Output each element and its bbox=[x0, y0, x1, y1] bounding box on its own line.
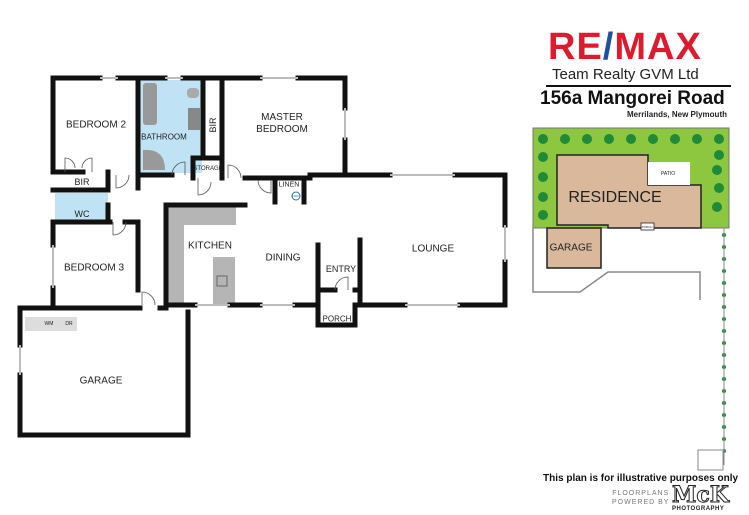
tree-icon bbox=[714, 183, 724, 193]
divider bbox=[546, 85, 731, 87]
site-patio-label: PATIO bbox=[660, 171, 676, 177]
laundry-dr-label: DR bbox=[65, 321, 73, 327]
room-label-porch: PORCH bbox=[322, 314, 352, 324]
master-line2: BEDROOM bbox=[256, 124, 308, 135]
mck-logo: McK bbox=[672, 482, 730, 508]
toilet bbox=[187, 88, 199, 98]
room-label-wc: WC bbox=[74, 209, 90, 219]
patio bbox=[648, 162, 690, 185]
agency-name: Team Realty GVM Ltd bbox=[552, 66, 699, 83]
wc-floor bbox=[55, 193, 108, 220]
site-garage-label: GARAGE bbox=[549, 242, 593, 254]
room-label-bathroom: BATHROOM bbox=[141, 132, 187, 142]
kitchen-bench bbox=[168, 207, 236, 225]
room-label-bedroom2: BEDROOM 2 bbox=[65, 119, 127, 131]
room-label-kitchen: KITCHEN bbox=[188, 240, 232, 252]
shower bbox=[143, 149, 165, 170]
site-residence-label: RESIDENCE bbox=[568, 189, 662, 206]
windows bbox=[19, 77, 506, 375]
room-label-bedroom3: BEDROOM 3 bbox=[63, 262, 125, 274]
tree-icon bbox=[714, 134, 724, 144]
hwc-cylinder bbox=[291, 191, 301, 201]
room-label-master: MASTER BEDROOM bbox=[256, 112, 308, 136]
tree-icon bbox=[712, 202, 722, 212]
room-label-linen: LINEN bbox=[278, 181, 300, 189]
tree-icon bbox=[538, 152, 548, 162]
bin-area bbox=[697, 449, 724, 471]
room-label-dining: DINING bbox=[265, 252, 301, 264]
garage-building bbox=[546, 227, 602, 269]
tree-icon bbox=[538, 210, 548, 220]
room-label-entry: ENTRY bbox=[325, 264, 357, 274]
bathtub bbox=[143, 83, 157, 125]
sink bbox=[216, 275, 228, 287]
tree-icon bbox=[692, 134, 702, 144]
site-plan bbox=[532, 127, 730, 471]
laundry bbox=[25, 317, 77, 331]
site-porch-label: PORCH bbox=[641, 225, 653, 229]
walls bbox=[17, 75, 508, 438]
master-line1: MASTER bbox=[261, 112, 303, 123]
vanity bbox=[188, 108, 200, 130]
kitchen-island bbox=[213, 257, 235, 305]
doors bbox=[64, 157, 349, 306]
room-label-bir-bed2: BIR bbox=[74, 177, 90, 187]
powered-line2: POWERED BY bbox=[612, 499, 670, 506]
tree-icon bbox=[648, 134, 658, 144]
room-label-bir-master: BIR bbox=[208, 117, 218, 133]
property-suburb: Merrilands, New Plymouth bbox=[626, 110, 727, 119]
room-label-garage: GARAGE bbox=[79, 375, 123, 387]
tree-icon bbox=[670, 134, 680, 144]
powered-by: FLOORPLANS POWERED BY bbox=[612, 489, 669, 507]
property-address: 156a Mangorei Road bbox=[540, 88, 725, 109]
porch-box bbox=[640, 222, 655, 231]
laundry-wm-label: WM bbox=[44, 321, 54, 327]
tree-icon bbox=[582, 134, 592, 144]
tree-icon bbox=[626, 134, 636, 144]
tree-icon bbox=[538, 134, 548, 144]
trees bbox=[538, 134, 726, 453]
tree-icon bbox=[538, 192, 548, 202]
room-label-lounge: LOUNGE bbox=[411, 243, 455, 255]
boundary bbox=[532, 228, 701, 300]
remax-logo: RE/MAX bbox=[548, 26, 702, 68]
disclaimer: This plan is for illustrative purposes o… bbox=[543, 473, 739, 484]
floor-plan bbox=[17, 75, 508, 438]
tree-icon bbox=[604, 134, 614, 144]
mck-photography: PHOTOGRAPHY bbox=[672, 506, 725, 512]
powered-line1: FLOORPLANS bbox=[612, 490, 670, 497]
tree-icon bbox=[560, 134, 570, 144]
kitchen-bench-side bbox=[168, 207, 184, 305]
tree-icon bbox=[538, 172, 548, 182]
room-label-storage: STORAGE bbox=[193, 166, 223, 172]
tree-icon bbox=[714, 150, 724, 160]
hwc-label: HWC bbox=[292, 194, 300, 198]
tree-icon bbox=[712, 165, 722, 175]
